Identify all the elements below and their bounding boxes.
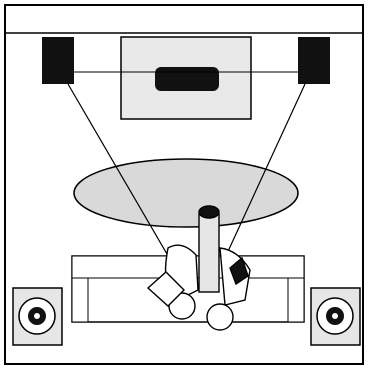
coffee-table-icon	[73, 158, 299, 228]
center-speaker	[155, 67, 219, 91]
person-listener-icon	[146, 205, 251, 331]
surround-right-speaker-icon	[310, 287, 361, 346]
front-right-speaker-icon	[298, 37, 330, 84]
surround-left-speaker-icon	[12, 287, 63, 346]
tv-with-center-speaker-icon	[72, 36, 300, 120]
front-left-speaker-icon	[42, 37, 74, 84]
